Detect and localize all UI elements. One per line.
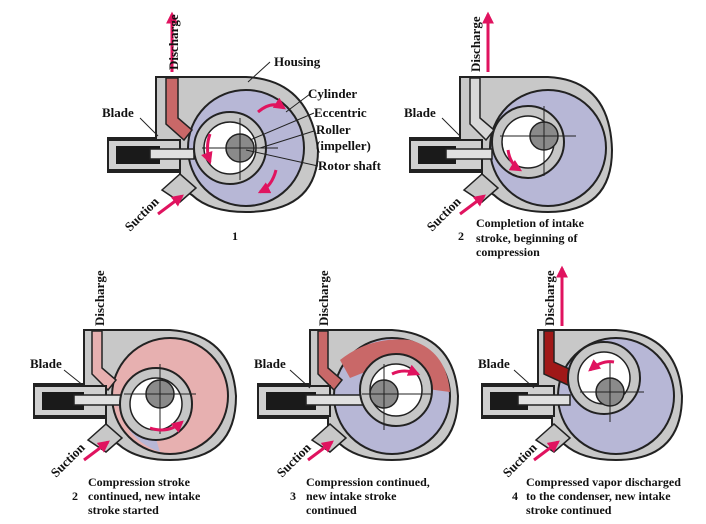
discharge-passage: [165, 77, 194, 142]
suction-arrow: [533, 440, 560, 462]
caption-line-3: stroke started: [88, 503, 159, 517]
stage-number: 2: [72, 489, 78, 503]
discharge-label: Discharge: [542, 270, 557, 326]
caption-line-1: Compression continued,: [306, 475, 430, 489]
blade-label: Blade: [254, 356, 286, 371]
caption-line-2: to the condenser, new intake: [526, 489, 671, 503]
blade-spring: [116, 146, 160, 164]
cylinder-label: Cylinder: [308, 86, 357, 101]
caption-line-1: Completion of intake: [476, 216, 585, 230]
rotation-arrow: [588, 359, 615, 372]
blade-label: Blade: [478, 356, 510, 371]
discharge-passage: [317, 330, 344, 392]
stage-number: 3: [290, 489, 296, 503]
suction-arrow: [307, 440, 334, 462]
rotation-arrow: [391, 364, 421, 376]
blade: [149, 148, 195, 160]
blade-label: Blade: [102, 105, 134, 120]
blade-label: Blade: [404, 105, 436, 120]
stage-3: Discharge Blade Suction 2 Compression st…: [30, 270, 238, 517]
caption-line-2: new intake stroke: [306, 489, 397, 503]
rotation-arrow: [506, 149, 523, 172]
rotation-arrow-top: [257, 97, 286, 114]
caption-line-3: compression: [476, 245, 540, 259]
rotation-arrow-bottom: [257, 169, 278, 194]
stage-4: Discharge Blade Suction 3 Compression co…: [254, 270, 460, 517]
stage-number: 1: [232, 229, 238, 243]
discharge-label: Discharge: [166, 14, 181, 70]
blade: [517, 394, 571, 406]
stage-2: Discharge Blade Suction 2 Completion of …: [404, 11, 614, 259]
suction-label: Suction: [122, 193, 163, 234]
discharge-label: Discharge: [92, 270, 107, 326]
suction-arrow: [157, 194, 184, 216]
caption-line-1: Compression stroke: [88, 475, 191, 489]
housing-label: Housing: [274, 54, 321, 69]
roller-sub-label: (impeller): [316, 138, 371, 153]
blade-spring: [266, 392, 316, 410]
blade-label: Blade: [30, 356, 62, 371]
suction-label: Suction: [48, 439, 89, 480]
suction-arrow: [459, 194, 486, 216]
rotor-shaft-label: Rotor shaft: [318, 158, 382, 173]
roller-label: Roller: [316, 122, 351, 137]
stage-5: Discharge Blade Suction 4 Compressed vap…: [478, 265, 684, 517]
discharge-passage: [91, 330, 118, 392]
stage-number: 2: [458, 229, 464, 243]
caption-line-3: continued: [306, 503, 357, 517]
suction-arrow: [83, 440, 110, 462]
blade: [305, 394, 367, 406]
discharge-label: Discharge: [316, 270, 331, 326]
stage-1: Discharge Blade Suction Housing Cylinder…: [102, 11, 382, 243]
discharge-label: Discharge: [468, 16, 483, 72]
stage-number: 4: [512, 489, 518, 503]
suction-label: Suction: [424, 193, 465, 234]
blade: [73, 394, 123, 406]
blade: [445, 148, 493, 160]
caption-line-1: Compressed vapor discharged: [526, 475, 681, 489]
eccentric-label: Eccentric: [314, 105, 367, 120]
caption-line-2: stroke, beginning of: [476, 231, 578, 245]
caption-line-2: continued, new intake: [88, 489, 201, 503]
rotation-arrow-inner: [201, 133, 213, 165]
caption-line-3: stroke continued: [526, 503, 612, 517]
rotation-arrow: [149, 420, 184, 433]
